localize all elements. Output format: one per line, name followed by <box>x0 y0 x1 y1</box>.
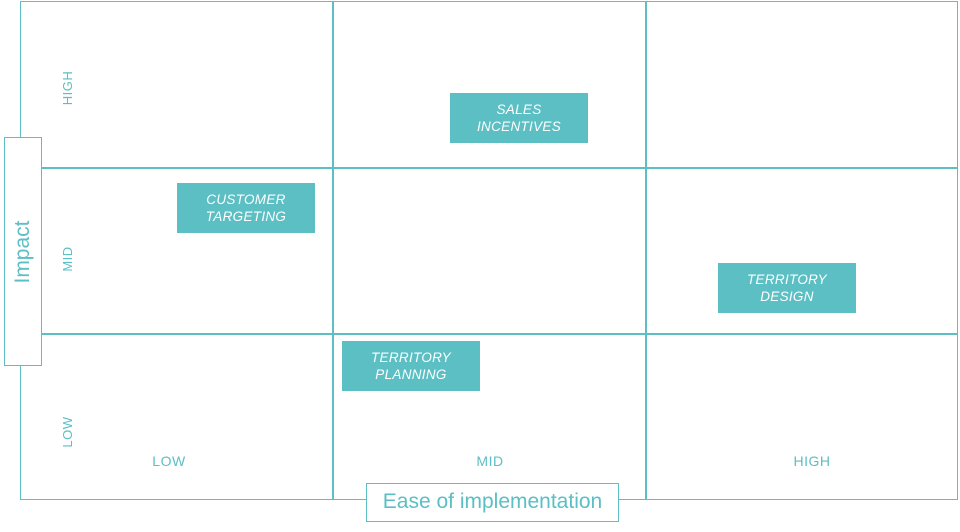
item-line1: TERRITORY <box>371 350 451 365</box>
y-axis-title-box: Impact <box>4 137 42 366</box>
grid-divider-horizontal-1 <box>20 167 958 169</box>
y-level-low: LOW <box>60 416 75 448</box>
item-territory-design: TERRITORY DESIGN <box>718 263 856 313</box>
item-line2: DESIGN <box>760 289 814 304</box>
x-level-mid: MID <box>476 453 504 469</box>
x-level-high: HIGH <box>793 453 831 469</box>
item-line2: TARGETING <box>205 209 287 224</box>
item-territory-planning: TERRITORY PLANNING <box>342 341 480 391</box>
matrix-grid <box>20 1 958 500</box>
y-level-mid: MID <box>60 246 75 272</box>
grid-divider-vertical-2 <box>645 1 647 500</box>
item-line1: CUSTOMER <box>206 192 286 207</box>
y-axis-title: Impact <box>11 219 34 284</box>
grid-divider-vertical-1 <box>332 1 334 500</box>
item-line1: SALES <box>496 102 542 117</box>
x-level-low: LOW <box>152 453 186 469</box>
item-line2: PLANNING <box>375 367 447 382</box>
item-line1: TERRITORY <box>747 272 827 287</box>
item-customer-targeting: CUSTOMER TARGETING <box>177 183 315 233</box>
item-sales-incentives: SALES INCENTIVES <box>450 93 588 143</box>
x-axis-title: Ease of implementation <box>366 483 619 522</box>
grid-divider-horizontal-2 <box>20 333 958 335</box>
item-line2: INCENTIVES <box>476 119 561 134</box>
y-level-high: HIGH <box>60 70 75 106</box>
